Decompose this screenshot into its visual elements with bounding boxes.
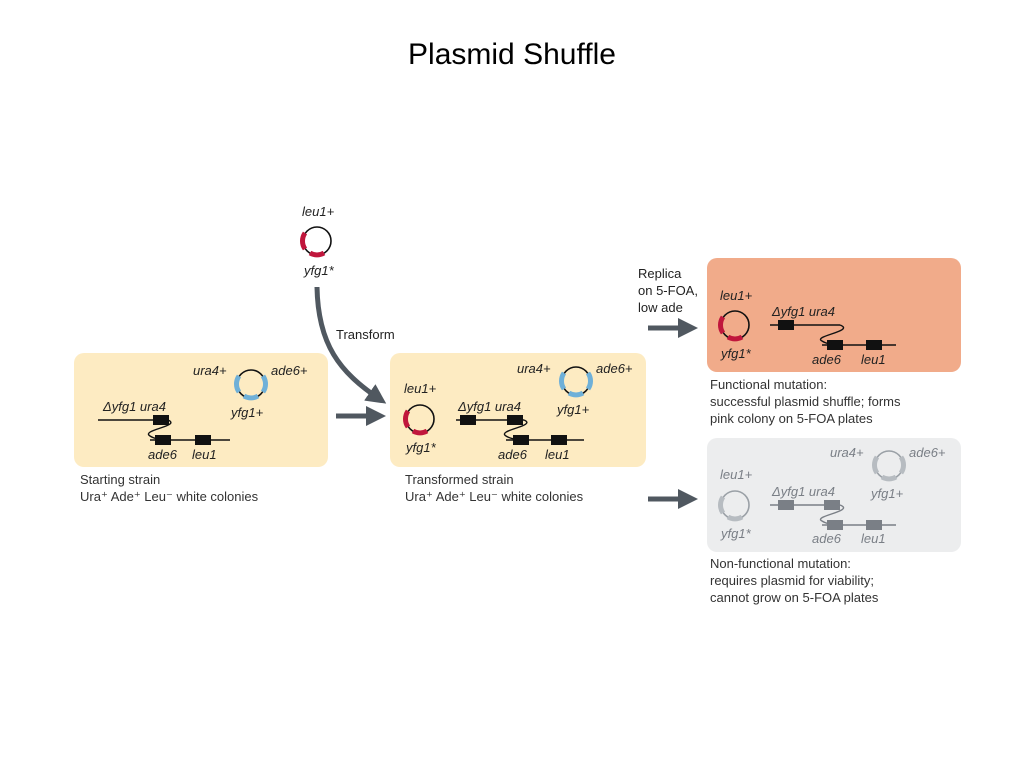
nonfunctional-leu1-block [866,520,882,530]
transformed-plasmid-gene: yfg1+ [556,402,590,417]
functional-plasmid-gene: yfg1* [720,346,752,361]
nonfunctional-dyfg1-block [778,500,794,510]
transformed-strain-background [390,353,646,467]
functional-caption-1: Functional mutation: [710,377,827,392]
functional-dyfg1-block [778,320,794,330]
transformed-dyfg1-block [460,415,476,425]
replica-label-1: Replica [638,266,682,281]
nonfunctional-caption-3: cannot grow on 5-FOA plates [710,590,879,605]
nonfunctional-chrom-label-2: ade6 [812,531,842,546]
starting-caption-1: Starting strain [80,472,160,487]
nonfunctional-plasmid-marker: leu1+ [720,467,753,482]
functional-plasmid-red-2 [726,334,744,342]
functional-ade6-block [827,340,843,350]
nonfunctional-plasmid2-left [872,455,880,475]
replica-label-2: on 5-FOA, [638,283,698,298]
transform-label: Transform [336,327,395,342]
transformed-plasmid-blue-right [585,371,593,391]
transformed-ade6-block [513,435,529,445]
functional-plasmid-marker: leu1+ [720,288,753,303]
transform-arrow [314,286,387,404]
nonfunctional-ura4-block [824,500,840,510]
transformed-chrom-label-3: leu1 [545,447,570,462]
functional-chrom-label-2: ade6 [812,352,842,367]
nonfunctional-caption-1: Non-functional mutation: [710,556,851,571]
starting-caption-2: Ura⁺ Ade⁺ Leu⁻ white colonies [80,489,259,504]
nonfunctional-chrom-label-1: Δyfg1 ura4 [771,484,835,499]
page-title: Plasmid Shuffle [408,38,616,71]
nonfunctional-plasmid2-bottom [880,474,898,482]
functional-plasmid-red [718,315,726,335]
starting-plasmid-gene: yfg1+ [230,405,264,420]
starting-plasmid-blue-bottom [242,393,260,401]
starting-chrom-label-1: Δyfg1 ura4 [102,399,166,414]
starting-plasmid-blue-right [260,374,268,394]
replica-label-3: low ade [638,300,683,315]
starting-plasmid-marker-right: ade6+ [271,363,308,378]
transformed-caption-1: Transformed strain [405,472,514,487]
transformed-plasmid-blue-left [559,371,567,391]
nonfunctional-plasmid-gene: yfg1* [720,526,752,541]
top-plasmid-red-segment [300,231,308,251]
top-plasmid-gene-label: yfg1* [303,263,335,278]
functional-chrom-label-3: leu1 [861,352,886,367]
nonfunctional-plasmid2-marker-left: ura4+ [830,445,864,460]
transformed-ura4-block [507,415,523,425]
starting-chrom-label-3: leu1 [192,447,217,462]
starting-plasmid-marker-left: ura4+ [193,363,227,378]
functional-caption-2: successful plasmid shuffle; forms [710,394,901,409]
starting-plasmid-blue-left [234,374,242,394]
transformed-new-plasmid-gene: yfg1* [405,440,437,455]
starting-strain-panel: ura4+ ade6+ yfg1+ Δyfg1 ura4 ade6 leu1 [74,353,328,467]
nonfunctional-chrom-label-3: leu1 [861,531,886,546]
nonfunctional-panel: leu1+ yfg1* ura4+ ade6+ yfg1+ Δyfg1 ura4… [707,438,961,552]
nonfunctional-plasmid2-right [898,455,906,475]
nonfunctional-plasmid2-marker-right: ade6+ [909,445,946,460]
top-plasmid: leu1+ yfg1* [300,204,335,278]
starting-ura4-block [153,415,169,425]
starting-chrom-label-2: ade6 [148,447,178,462]
nonfunctional-ade6-block [827,520,843,530]
top-plasmid-circle [302,226,332,256]
transformed-plasmid-blue-bottom [567,390,585,398]
top-plasmid-red-segment-2 [308,250,326,258]
starting-leu1-block [195,435,211,445]
nonfunctional-caption-2: requires plasmid for viability; [710,573,874,588]
nonfunctional-background [707,438,961,552]
transformed-plasmid-marker-right: ade6+ [596,361,633,376]
transformed-strain-panel: leu1+ yfg1* ura4+ ade6+ yfg1+ Δyfg1 ura4… [390,353,646,467]
transformed-chrom-label-1: Δyfg1 ura4 [457,399,521,414]
transformed-new-plasmid-red [403,409,411,429]
transformed-leu1-block [551,435,567,445]
functional-panel: leu1+ yfg1* Δyfg1 ura4 ade6 leu1 [707,258,961,372]
nonfunctional-plasmid2-gene: yfg1+ [870,486,904,501]
transformed-plasmid-marker-left: ura4+ [517,361,551,376]
transformed-new-plasmid-red-2 [411,428,429,436]
functional-caption-3: pink colony on 5-FOA plates [710,411,873,426]
starting-ade6-block [155,435,171,445]
nonfunctional-plasmid-grey-2 [726,514,744,522]
transformed-caption-2: Ura⁺ Ade⁺ Leu⁻ white colonies [405,489,584,504]
functional-leu1-block [866,340,882,350]
transformed-new-plasmid-marker: leu1+ [404,381,437,396]
functional-chrom-label-1: Δyfg1 ura4 [771,304,835,319]
functional-background [707,258,961,372]
top-plasmid-marker-label: leu1+ [302,204,335,219]
nonfunctional-plasmid-grey [718,495,726,515]
transformed-chrom-label-2: ade6 [498,447,528,462]
